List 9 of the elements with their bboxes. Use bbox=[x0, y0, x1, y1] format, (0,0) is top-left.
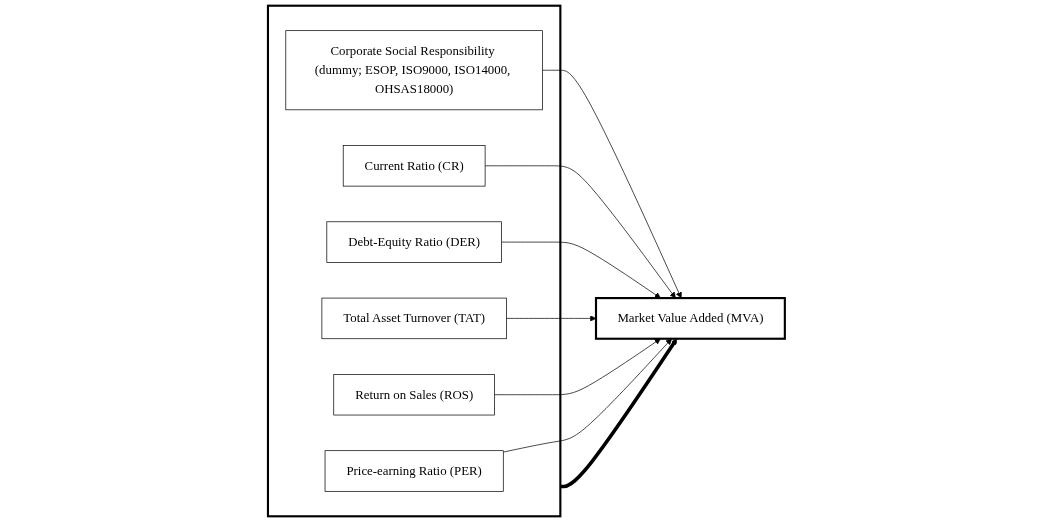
node-box: Debt-Equity Ratio (DER) bbox=[326, 221, 502, 263]
cluster bbox=[267, 4, 562, 518]
node-box: Corporate Social Responsibility (dummy; ESOP, ISO9000, ISO14000, OHSAS18000) bbox=[285, 30, 543, 111]
arrow bbox=[560, 338, 678, 489]
node-box: Total Asset Turnover (TAT) bbox=[321, 297, 507, 340]
node-box: Return on Sales (ROS) bbox=[333, 374, 495, 416]
node-box: Price-earning Ratio (PER) bbox=[324, 450, 504, 492]
node-box: Current Ratio (CR) bbox=[342, 145, 486, 187]
node-box: Market Value Added (MVA) bbox=[595, 297, 786, 340]
